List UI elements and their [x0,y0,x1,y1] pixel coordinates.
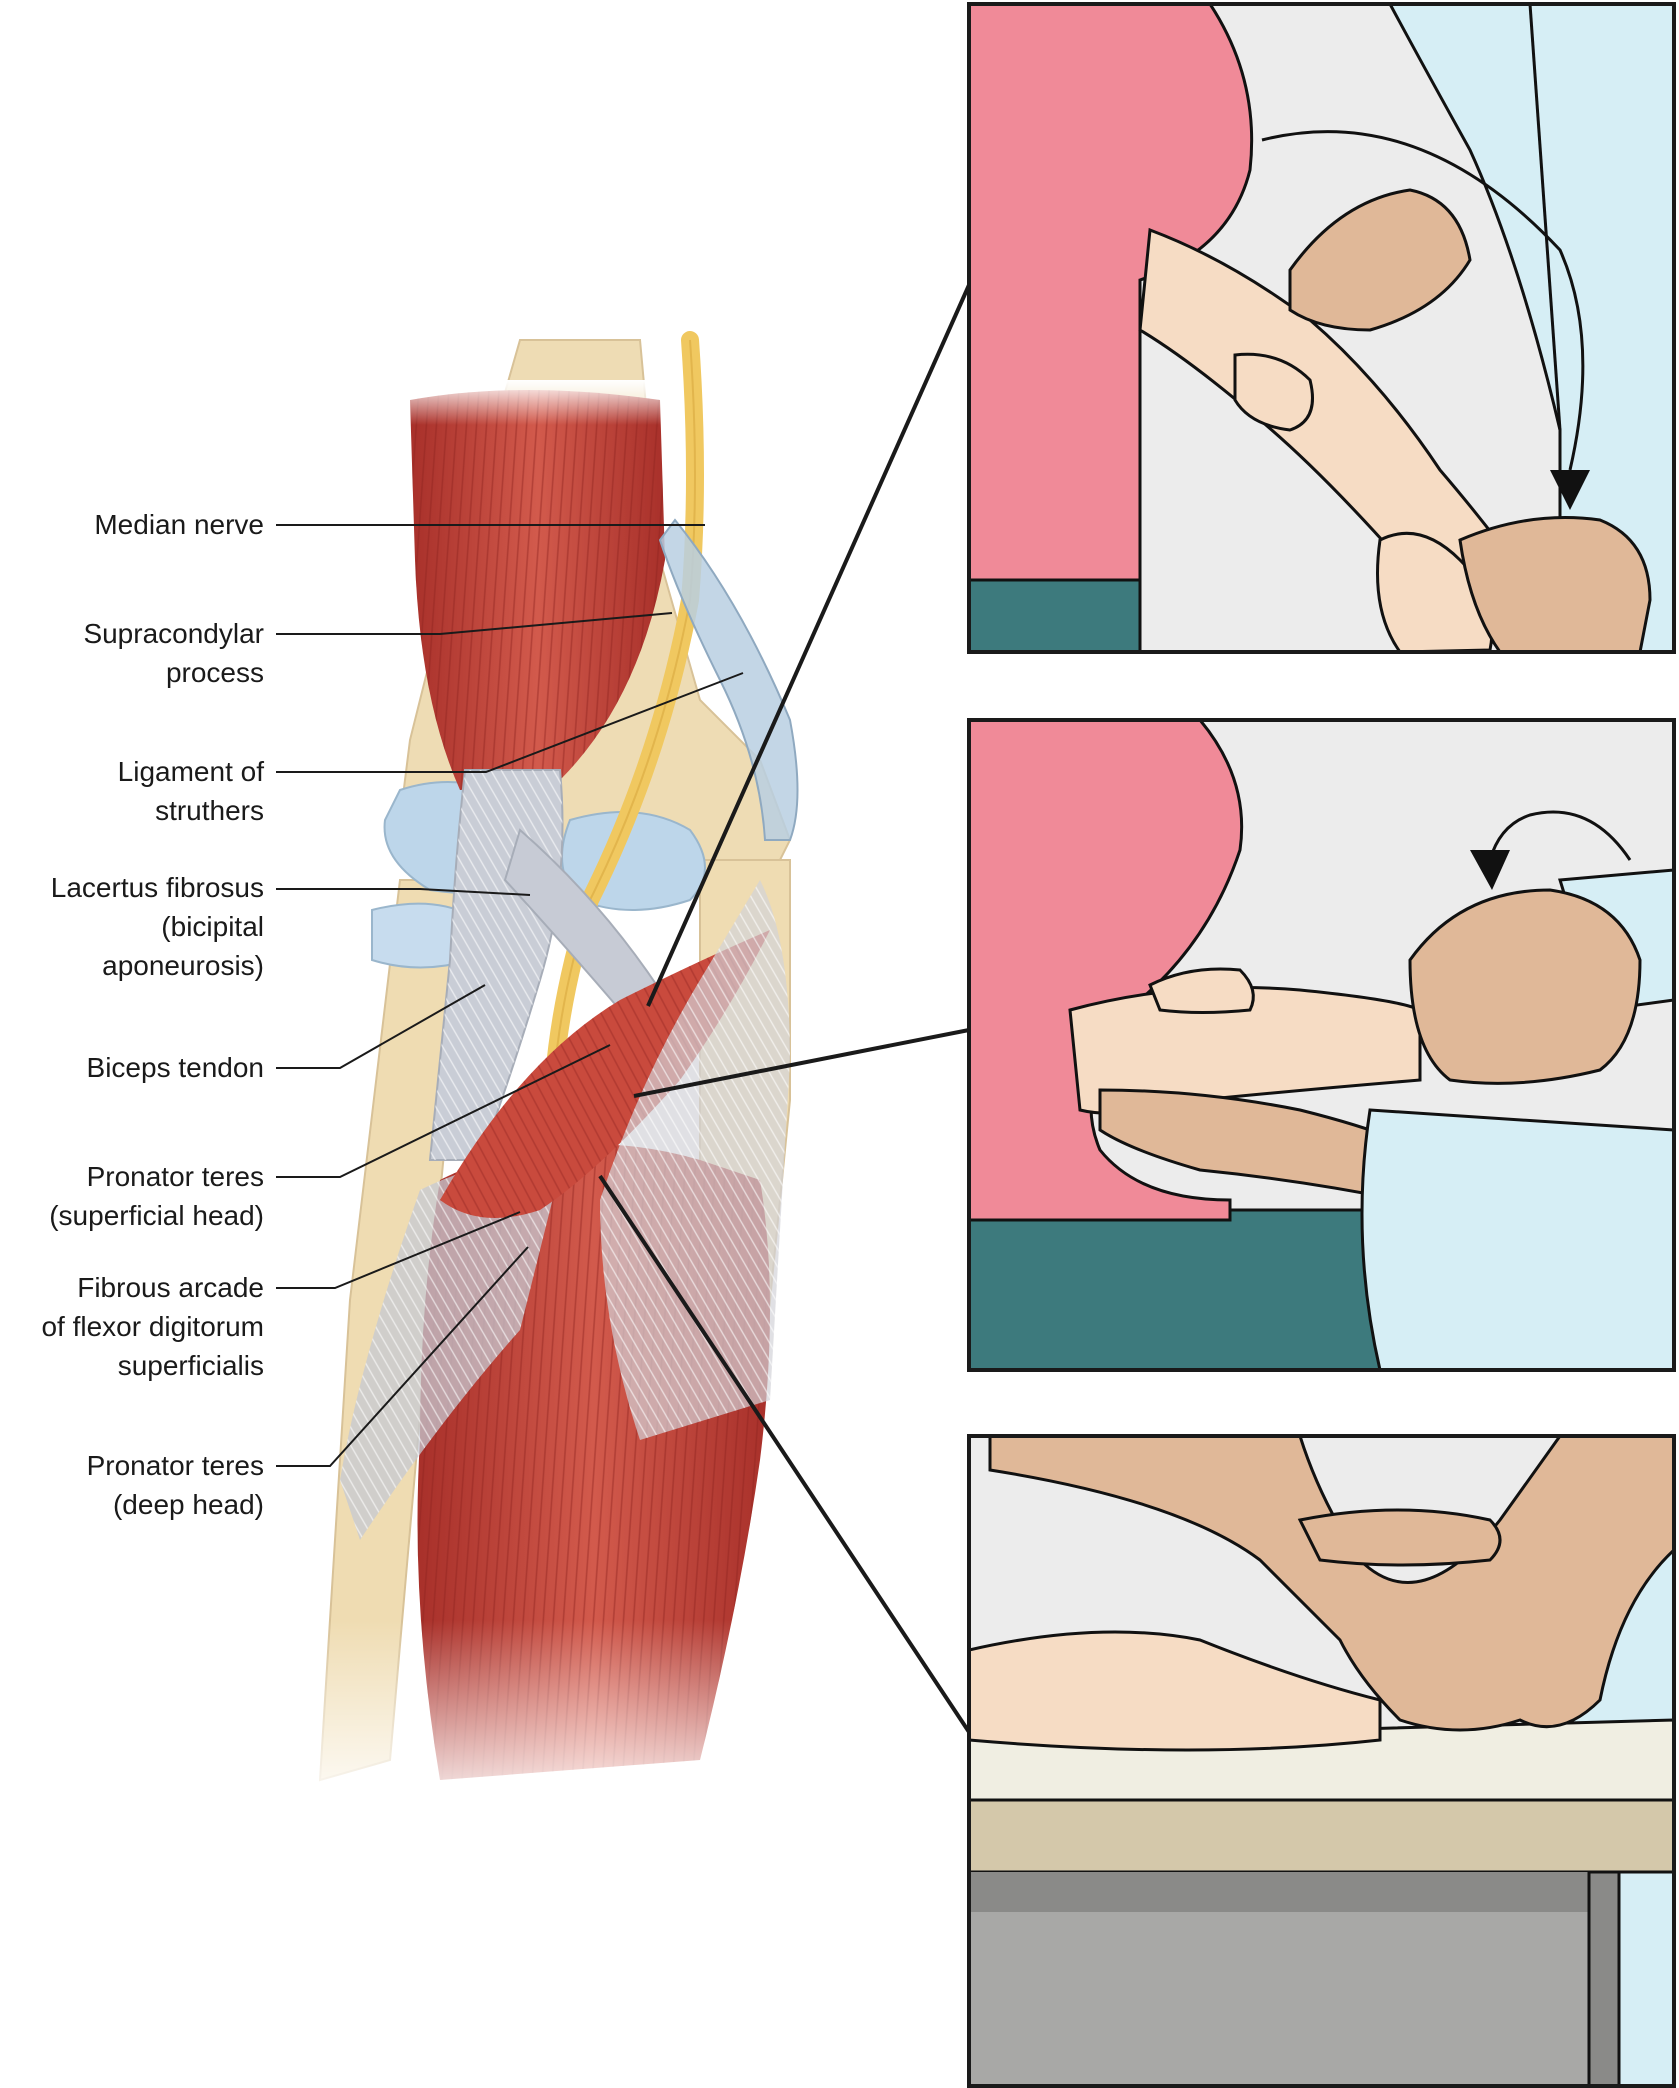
connector-top [646,284,971,1007]
connector-middle [633,1028,970,1098]
panel-connectors [598,284,971,1734]
label-fibrous-arcade: Fibrous arcade of flexor digitorum super… [41,1272,264,1381]
leader-supracondylar [276,612,673,635]
leader-biceps-tendon [276,984,486,1069]
counterclockwise-arrow-icon [1488,810,1632,861]
connector-bottom [598,1174,971,1734]
leader-pronator-deep [276,1246,529,1467]
ligament-of-struthers-structure [658,518,799,841]
label-ligament-of-struthers: Ligament of struthers [117,756,264,826]
label-pronator-teres-superficial: Pronator teres (superficial head) [49,1161,264,1231]
finger-press-icon [1297,1508,1502,1567]
anatomy-group [280,331,840,1820]
label-lacertus-fibrosus: Lacertus fibrosus (bicipital aponeurosis… [50,872,264,981]
panel-middle [967,718,1676,1372]
label-pronator-teres-deep: Pronator teres (deep head) [86,1450,264,1520]
clockwise-arrow-icon [1261,130,1585,471]
leader-pronator-superficial [276,1044,611,1178]
panel-top [967,2,1676,654]
leader-struthers [276,672,744,773]
label-supracondylar-process: Supracondylar process [83,618,264,688]
panel-bottom [967,1434,1676,2088]
leader-lines [276,524,744,1467]
leader-fibrous-arcade [276,1211,521,1289]
label-median-nerve: Median nerve [94,509,264,540]
label-biceps-tendon: Biceps tendon [86,1052,264,1083]
leader-lacertus [276,888,531,896]
